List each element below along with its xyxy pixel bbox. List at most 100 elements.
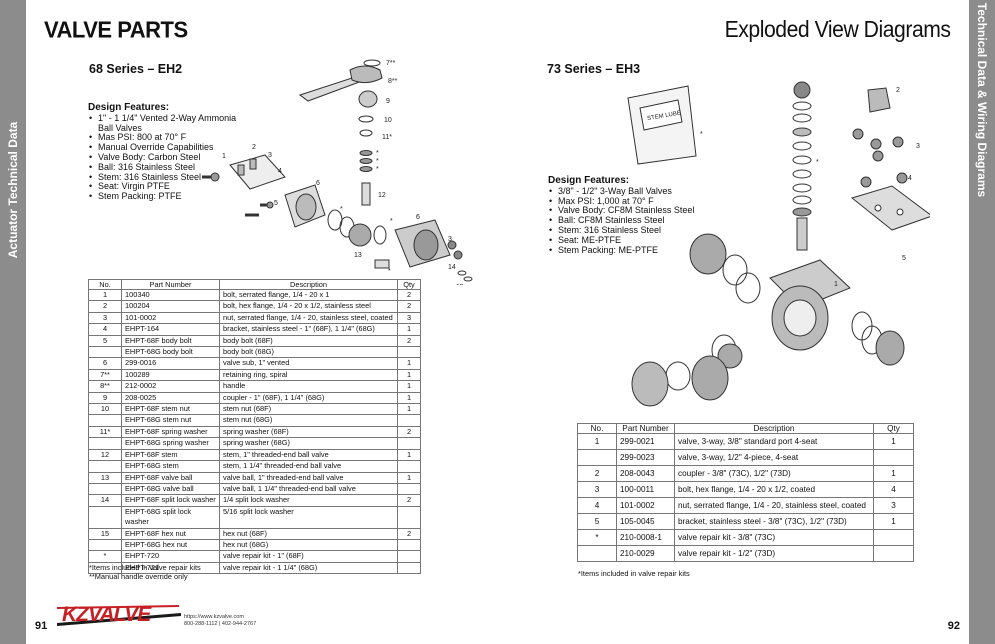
note: *Items included in valve repair kits	[578, 569, 690, 578]
diagram-label: 2	[896, 87, 900, 94]
cell-part-number: EHPT-68F spring washer	[121, 425, 220, 439]
cell-part-number: EHPT-68F split lock washer	[121, 494, 220, 507]
cell-part-number: EHPT-68F stem	[121, 448, 220, 462]
cell-description: stem nut (68G)	[219, 414, 398, 427]
diagram-label: 4	[278, 168, 282, 175]
cell-description: 1/4 split lock washer	[219, 494, 398, 507]
cell-part-number: 100289	[121, 368, 220, 382]
diagram-label: 6	[416, 214, 420, 221]
feature-item: Stem Packing: PTFE	[88, 191, 238, 202]
feature-item: Stem: 316 Stainless Steel	[88, 172, 238, 183]
cell-qty	[873, 529, 914, 546]
cell-description: stem nut (68F)	[219, 403, 398, 416]
diagram-label: 8**	[388, 78, 398, 85]
website-link[interactable]: https://www.kzvalve.com	[184, 614, 244, 620]
diagram-label: *	[376, 166, 379, 173]
cell-qty: 1	[397, 448, 421, 462]
cell-part-number: 212-0002	[121, 380, 220, 393]
notes-68: *Items included in valve repair kits **M…	[89, 563, 201, 581]
cell-no: 3	[577, 481, 617, 498]
section-title-68: 68 Series – EH2	[89, 62, 183, 76]
diagram-label: 3	[448, 236, 452, 243]
cell-description: stem, 1" threaded-end ball valve	[219, 448, 398, 462]
cell-no	[88, 414, 122, 427]
cell-description: handle	[219, 380, 398, 393]
cell-no: 15	[88, 527, 122, 540]
cell-description: valve, 3-way, 3/8" standard port 4-seat	[674, 433, 874, 450]
phone-numbers: 800-288-1112 | 402-944-2767	[184, 620, 257, 627]
cell-no: 2	[577, 465, 617, 482]
cell-qty: 1	[397, 368, 421, 382]
cell-part-number: 100204	[121, 300, 220, 313]
cell-description: retaining ring, spiral	[219, 368, 398, 382]
cell-description: valve ball, 1 1/4" threaded-end ball val…	[219, 482, 398, 496]
cell-qty	[397, 550, 421, 563]
cell-description: bolt, hex flange, 1/4 - 20 x 1/2, coated	[674, 481, 874, 498]
feature-item: Valve Body: Carbon Steel	[88, 152, 238, 163]
right-side-tab: Technical Data & Wiring Diagrams	[969, 0, 995, 644]
cell-part-number: EHPT-68G stem	[121, 460, 220, 473]
cell-qty	[397, 460, 421, 473]
diagram-label: 5	[902, 255, 906, 262]
cell-no: 10	[88, 403, 122, 416]
cell-part-number: 210-0008-1	[616, 529, 675, 546]
cell-qty: 3	[873, 497, 914, 514]
cell-description: hex nut (68G)	[219, 538, 398, 552]
cell-no: 6	[88, 357, 122, 370]
diagram-label: 3	[916, 143, 920, 150]
diagram-label: *	[390, 218, 393, 225]
cell-description: bracket, stainless steel - 3/8" (73C), 1…	[674, 513, 874, 530]
col-no: No.	[88, 279, 122, 290]
cell-qty: 2	[397, 494, 421, 507]
cell-no: 13	[88, 471, 122, 484]
cell-description: body bolt (68F)	[219, 334, 398, 348]
cell-part-number: EHPT-68G split lock washer	[121, 505, 220, 529]
cell-no: 7**	[88, 368, 122, 382]
cell-part-number: 100-0011	[616, 481, 675, 498]
cell-description: valve repair kit - 1" (68F)	[219, 550, 398, 563]
feature-item: Stem Packing: ME-PTFE	[548, 245, 698, 256]
cell-qty: 1	[873, 513, 914, 530]
cell-qty: 4	[873, 481, 914, 498]
col-qty: Qty	[397, 279, 421, 290]
cell-part-number: 100340	[121, 288, 220, 302]
cell-no: 5	[88, 334, 122, 348]
cell-description: stem, 1 1/4" threaded-end ball valve	[219, 460, 398, 473]
cell-no: 5	[577, 513, 617, 530]
cell-part-number: EHPT-164	[121, 323, 220, 336]
cell-qty	[397, 414, 421, 427]
cell-qty	[873, 449, 914, 466]
cell-no: 4	[577, 497, 617, 514]
feature-item: 3/8" - 1/2" 3-Way Ball Valves	[548, 186, 698, 197]
features-title: Design Features:	[88, 102, 170, 113]
cell-part-number: EHPT-720	[121, 550, 220, 563]
note: *Items included in valve repair kits	[89, 563, 201, 572]
cell-qty: 2	[397, 288, 421, 302]
feature-item: Valve Body: CF8M Stainless Steel	[548, 206, 698, 216]
cell-description: body bolt (68G)	[219, 346, 398, 359]
diagram-label: 15	[456, 284, 464, 285]
cell-description: nut, serrated flange, 1/4 - 20, stainles…	[674, 497, 874, 514]
cell-description: valve repair kit - 3/8" (73C)	[674, 529, 874, 546]
diagram-label: 11*	[382, 134, 392, 141]
cell-description: valve sub, 1" vented	[219, 357, 398, 370]
feature-item: Max PSI: 1,000 at 70° F	[548, 196, 698, 207]
cell-qty	[397, 437, 421, 450]
